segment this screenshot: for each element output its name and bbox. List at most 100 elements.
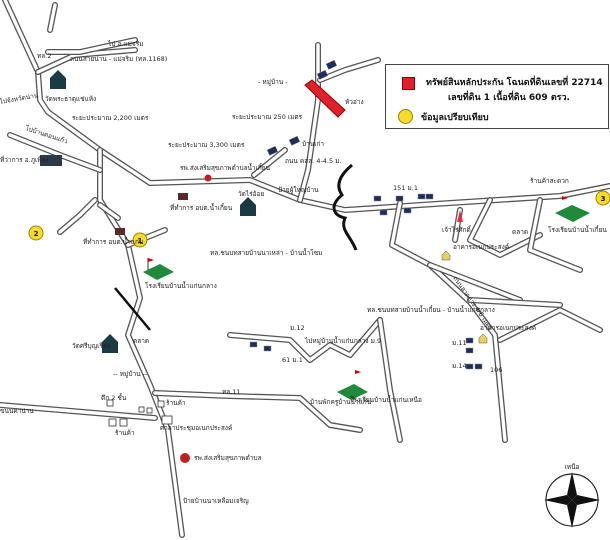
label: ม.14	[452, 362, 467, 370]
label: อาคารอเนกประสงค์	[453, 243, 509, 251]
label: วัดไร่อ้อย	[238, 190, 264, 198]
label: โรงเรียนบ้านน้ำแก่นเหนือ	[350, 395, 422, 404]
svg-text:1: 1	[138, 237, 143, 245]
label: ไปจังหวัดน่าน	[0, 91, 39, 106]
label: 151 ม.1	[393, 184, 418, 192]
label: รพ.ส่งเสริมสุขภาพตำบล	[194, 454, 262, 462]
label: บ้านพักครูบ้านน้ำแก่น	[310, 397, 372, 406]
bank-icon	[441, 250, 451, 261]
label: รพ.ส่งเสริมสุขภาพตำบลน้ำเกี๋ยน	[180, 163, 271, 172]
temple-icon	[50, 70, 66, 89]
label: ม.12	[290, 324, 305, 332]
houses	[249, 59, 483, 370]
label: ระยะประมาณ 250 เมตร	[232, 113, 303, 121]
label: ม.11	[452, 339, 467, 347]
road	[46, 38, 137, 54]
road	[378, 318, 402, 442]
label: ร้านค้า	[115, 429, 135, 437]
school-icon	[337, 370, 368, 400]
svg-text:3: 3	[601, 195, 606, 203]
label: ที่ทำการ อบต.น้ำแก่น	[83, 237, 144, 246]
label: ถนนสายน่าน - แม่จริม (ทล.1168)	[70, 55, 167, 63]
label: บ้านเก่า	[302, 140, 324, 148]
label: ป้ายบ้านนาเหลือมเจริญ	[183, 497, 249, 505]
label: โรงเรียนบ้านน้ำเกี๋ยน	[548, 225, 607, 234]
school-icon	[555, 196, 590, 222]
road	[0, 403, 157, 420]
road	[153, 391, 362, 432]
school-icon	[143, 258, 174, 280]
label: อาคารอเนกประสงค์	[480, 324, 536, 332]
temple-icon	[240, 197, 256, 216]
legend-property-line2: เลขที่ดิน 1 เนื้อที่ดิน 609 ตรว.	[448, 93, 570, 103]
collateral-property	[304, 79, 346, 118]
arrow-icon	[114, 287, 151, 331]
road	[498, 308, 602, 342]
label: -- หมู่บ้าน --	[113, 370, 148, 378]
label: ที่ทำการ อบต.น้ำเกี๋ยน	[170, 203, 233, 212]
road	[252, 148, 287, 177]
label: ป้ายผู้ใหญ่บ้าน	[278, 186, 319, 194]
road	[468, 198, 542, 257]
label: ขนนคาน่าน	[0, 407, 34, 415]
government-office-icon	[40, 155, 62, 166]
label: ไป อ.แม่จริม	[107, 40, 144, 48]
label: ถนน คสล. 4-4.5 ม.	[285, 157, 342, 165]
property-swatch	[402, 77, 415, 90]
comparable-marker-2[interactable]: 2	[28, 225, 44, 241]
label: 61 ม.1	[282, 356, 303, 364]
label: ทล.2	[37, 52, 51, 60]
label: ร้านค้า	[166, 399, 186, 407]
label: - หมู่บ้าน -	[258, 78, 288, 86]
label: โรงเรียนบ้านน้ำแก่นกลาง	[145, 281, 217, 290]
road	[468, 298, 562, 307]
label: เจ้าไร่ศักดิ์	[442, 225, 472, 234]
compass-rose-icon: เหนือ	[544, 463, 600, 528]
shrine-icon	[457, 210, 463, 222]
road	[58, 198, 97, 234]
road	[48, 3, 57, 32]
north-label: เหนือ	[565, 463, 580, 471]
bank-icon	[478, 333, 488, 344]
legend-property-line1: ทรัพย์สินหลักประกัน โฉนดที่ดินเลขที่ 227…	[426, 78, 603, 88]
label: หัวอ่าง	[345, 98, 364, 106]
label: ตึก 2 ชั้น	[101, 393, 127, 402]
office-icon	[115, 228, 125, 235]
road	[298, 43, 320, 202]
label: ระยะประมาณ 2,200 เมตร	[72, 114, 149, 122]
buildings	[106, 399, 173, 427]
road	[390, 201, 507, 442]
label: ตลาด	[133, 337, 149, 345]
comparable-marker-1[interactable]: 1	[132, 232, 148, 248]
label: 106	[490, 366, 502, 374]
road	[428, 263, 522, 302]
office-icon	[178, 193, 188, 200]
label: ทล.11	[222, 388, 241, 396]
label: วัดพระธาตุแช่แห้ง	[45, 95, 96, 103]
hospital-icon	[204, 174, 212, 182]
svg-text:2: 2	[34, 230, 39, 238]
hospital-icon	[180, 453, 190, 463]
road	[3, 0, 610, 212]
label: ทล.ชนบทสายบ้านนาเหล่า - บ้านน้ำโซม	[210, 248, 322, 257]
label: ทล.ชนบทสายบ้านน้ำเกี๋ยน - บ้านน้ำแก่นกลา…	[367, 305, 495, 314]
comparable-marker-3[interactable]: 3	[595, 190, 610, 206]
road	[318, 58, 380, 82]
road	[528, 198, 582, 272]
label: ร้านค้าสะดวก	[530, 177, 569, 185]
road	[228, 318, 382, 362]
comparable-swatch	[398, 109, 413, 124]
road	[98, 203, 120, 220]
label: ระยะประมาณ 3,300 เมตร	[168, 141, 245, 149]
legend-comparable: ข้อมูลเปรียบเทียบ	[421, 113, 489, 123]
label: ตลาด	[512, 228, 528, 236]
temple-icon	[102, 334, 118, 353]
label: วัดศรีบุญเรือง	[72, 342, 110, 350]
label: ไปหมู่บ้านน้ำแก่นกลาง ม.9	[304, 336, 381, 345]
map-legend: ทรัพย์สินหลักประกัน โฉนดที่ดินเลขที่ 227…	[385, 64, 609, 129]
river	[332, 163, 358, 251]
label: ที่ว่าการ อ.ภูเพียง	[0, 155, 48, 164]
